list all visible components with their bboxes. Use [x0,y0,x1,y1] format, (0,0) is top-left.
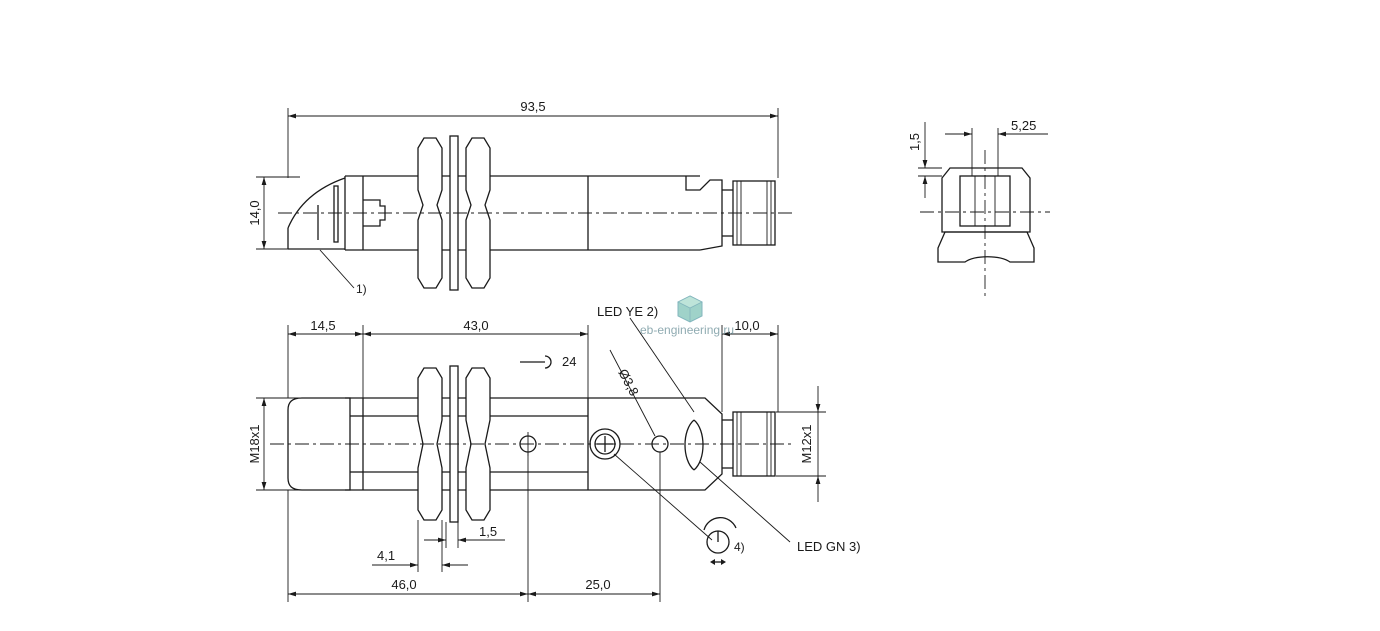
led-ye-label: LED YE 2) [597,304,658,319]
dim-thread-connector: M12x1 [799,424,814,463]
dim-connector-length: 10,0 [734,318,759,333]
dim-side-width: 5,25 [1011,118,1036,133]
cube-logo-icon [677,295,703,323]
watermark: eb-engineering.ru [640,295,734,337]
dim-nut-gap: 1,5 [479,524,497,539]
bottom-view: 14,5 43,0 10,0 M18x1 M12x1 24 Ø3,8 LED Y… [247,304,861,602]
dim-overall-length: 93,5 [520,99,545,114]
dim-lens-diameter: Ø3,8 [615,366,641,398]
dim-height-top: 14,0 [247,200,262,225]
dim-offset-small: 4,1 [377,548,395,563]
note-1-label: 1) [356,282,367,296]
watermark-text: eb-engineering.ru [640,323,734,337]
side-view: 5,25 1,5 [907,118,1050,298]
note-4-label: 4) [734,540,745,554]
dim-led-spacing: 25,0 [585,577,610,592]
top-view: 93,5 14,0 [247,99,795,296]
dim-front-length: 14,5 [310,318,335,333]
dim-side-height: 1,5 [907,133,922,151]
dim-thread-length: 43,0 [463,318,488,333]
dim-wrench-size: 24 [562,354,576,369]
dim-pot-position: 46,0 [391,577,416,592]
dim-thread-main: M18x1 [247,424,262,463]
led-gn-label: LED GN 3) [797,539,861,554]
